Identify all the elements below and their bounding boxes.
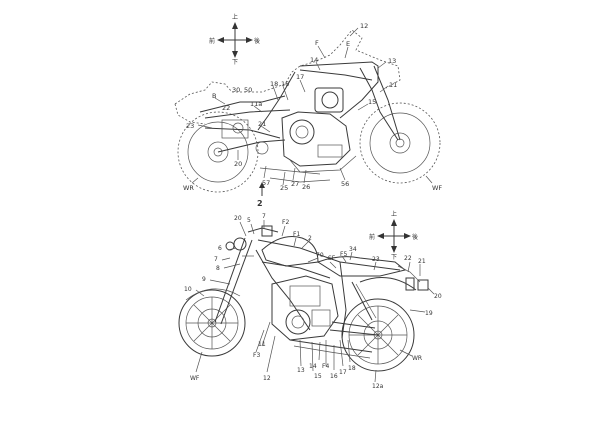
lower-label-WR: WR bbox=[412, 355, 422, 362]
upper-label-56: 56 bbox=[341, 180, 349, 188]
upper-frame bbox=[204, 61, 401, 141]
lower-front-fork bbox=[185, 237, 253, 325]
lower-label-2: 2 bbox=[308, 235, 312, 242]
lower-label-F4: F4 bbox=[322, 363, 329, 370]
upper-leader-lines bbox=[191, 27, 433, 186]
upper-compass-down: 下 bbox=[232, 59, 238, 66]
lower-label-6: 6 bbox=[218, 245, 222, 252]
lower-label-F3: F3 bbox=[253, 352, 260, 359]
lower-label-F5: F5 bbox=[340, 251, 347, 258]
upper-engine bbox=[281, 87, 351, 175]
upper-body-outline bbox=[174, 29, 401, 105]
lower-label-19: 19 bbox=[425, 310, 433, 317]
upper-label-20: 20 bbox=[234, 160, 242, 168]
upper-label-18: 18 bbox=[270, 80, 278, 88]
lower-label-12: 12 bbox=[263, 375, 271, 382]
upper-exhaust bbox=[259, 155, 357, 173]
lower-exhaust-lower bbox=[293, 345, 371, 359]
upper-label-15: 15 bbox=[368, 98, 376, 106]
upper-label-F: F bbox=[315, 39, 319, 47]
upper-compass-right: 後 bbox=[254, 37, 260, 45]
upper-compass-left: 前 bbox=[209, 37, 215, 45]
upper-label-11a: 11a bbox=[250, 100, 262, 108]
lower-label-5: 5 bbox=[247, 217, 251, 224]
lower-label-34: 34 bbox=[349, 246, 357, 253]
upper-compass-icon: 上 下 前 後 bbox=[209, 13, 260, 66]
upper-label-11: 11 bbox=[389, 81, 397, 89]
upper-figure-number: 2 bbox=[257, 199, 263, 208]
lower-label-22: 22 bbox=[404, 255, 412, 262]
lower-leader-lines bbox=[195, 220, 435, 383]
upper-label-25: 25 bbox=[280, 184, 288, 192]
lower-front-wheel bbox=[178, 289, 246, 357]
upper-label-22: 22 bbox=[222, 104, 230, 112]
lower-label-20: 20 bbox=[234, 215, 242, 222]
lower-frame bbox=[255, 239, 401, 339]
upper-label-27: 27 bbox=[291, 180, 299, 188]
upper-label-12: 12 bbox=[360, 22, 368, 30]
upper-seat-rail bbox=[199, 95, 286, 113]
lower-label-WF: WF bbox=[190, 375, 200, 382]
upper-compass-up: 上 bbox=[232, 13, 238, 21]
lower-label-7-top: 7 bbox=[262, 213, 266, 220]
lower-compass-up: 上 bbox=[391, 210, 397, 218]
upper-label-23: 23 bbox=[186, 122, 194, 130]
lower-label-70: 70 bbox=[316, 252, 324, 259]
lower-label-18: 18 bbox=[348, 365, 356, 372]
lower-label-14: 14 bbox=[309, 363, 317, 370]
upper-exhaust-lower bbox=[269, 177, 331, 183]
lower-motorcycle-view: 上 下 前 後 bbox=[178, 210, 442, 390]
lower-compass-icon: 上 下 前 後 bbox=[369, 210, 418, 261]
lower-label-8: 8 bbox=[216, 265, 220, 272]
upper-label-21: 21 bbox=[258, 120, 266, 128]
upper-rear-fender-outline bbox=[174, 103, 206, 125]
lower-seat bbox=[316, 256, 407, 277]
lower-compass-down: 下 bbox=[391, 254, 397, 261]
lower-label-9: 9 bbox=[202, 276, 206, 283]
lower-label-20-right: 20 bbox=[434, 293, 442, 300]
lower-exhaust bbox=[289, 339, 373, 353]
lower-rear-fender bbox=[359, 265, 429, 291]
upper-label-14: 14 bbox=[310, 56, 318, 64]
lower-swingarm bbox=[329, 281, 379, 336]
lower-label-10: 10 bbox=[184, 286, 192, 293]
lower-label-11: 11 bbox=[258, 341, 266, 348]
lower-label-16: 16 bbox=[330, 373, 338, 380]
lower-label-13: 13 bbox=[297, 367, 305, 374]
lower-label-12a: 12a bbox=[372, 383, 384, 390]
upper-label-26: 26 bbox=[302, 183, 310, 191]
upper-label-30: 30 bbox=[232, 86, 240, 94]
lower-label-7: 7 bbox=[214, 256, 218, 263]
lower-compass-right: 後 bbox=[412, 233, 418, 241]
lower-engine bbox=[271, 275, 339, 341]
lower-label-23: 23 bbox=[372, 256, 380, 263]
upper-swingarm bbox=[217, 119, 286, 155]
upper-arrow-head-icon bbox=[259, 182, 265, 188]
lower-label-21: 21 bbox=[418, 258, 426, 265]
lower-compass-left: 前 bbox=[369, 233, 375, 241]
upper-label-17: 17 bbox=[296, 73, 304, 81]
upper-label-B: B bbox=[212, 92, 216, 100]
upper-label-16: 16 bbox=[281, 80, 289, 88]
upper-label-13: 13 bbox=[388, 57, 396, 65]
upper-label-50: 50 bbox=[244, 86, 252, 94]
lower-label-17: 17 bbox=[339, 369, 347, 376]
upper-label-57: 57 bbox=[262, 179, 270, 187]
upper-label-E: E bbox=[346, 40, 350, 48]
lower-label-F2: F2 bbox=[282, 219, 289, 226]
upper-label-WF: WF bbox=[432, 184, 442, 192]
upper-front-wheel bbox=[359, 102, 441, 184]
lower-label-F1: F1 bbox=[293, 231, 300, 238]
lower-label-15: 15 bbox=[314, 373, 322, 380]
lower-label-SF: SF bbox=[328, 255, 336, 262]
upper-motorcycle-view: 上 下 前 後 bbox=[174, 13, 442, 208]
upper-label-WR: WR bbox=[183, 184, 194, 192]
